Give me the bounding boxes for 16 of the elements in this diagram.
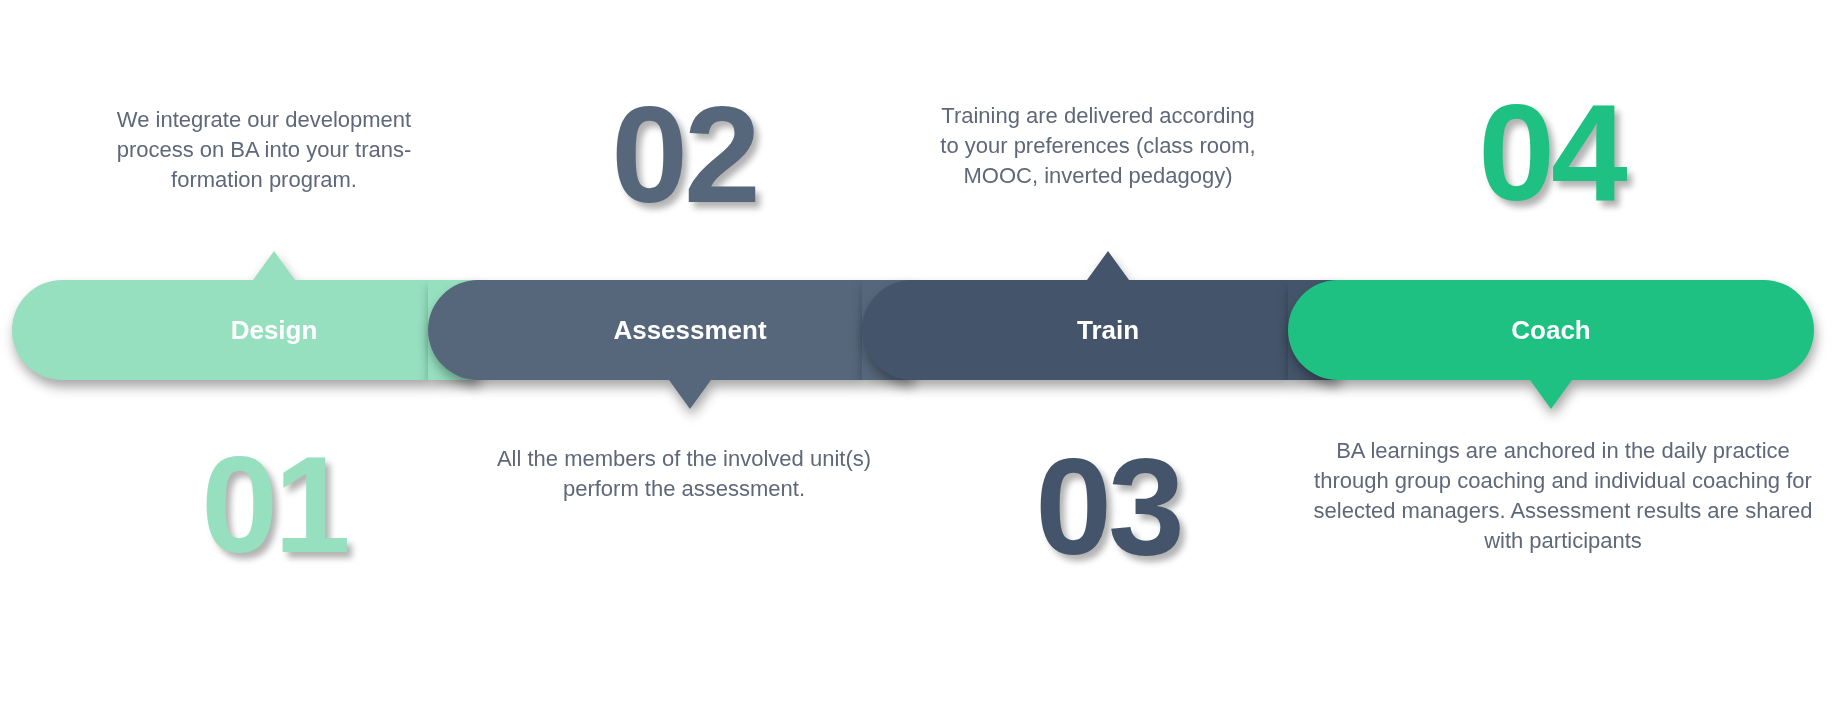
step-number: 03	[1035, 451, 1181, 561]
step-number: 01	[201, 449, 347, 559]
step-label: Coach	[1511, 315, 1591, 345]
step-label: Design	[230, 315, 318, 345]
step-description: All the members of the involved unit(s) perform the assessment.	[495, 445, 873, 503]
pill-callout	[12, 251, 428, 380]
step-number: 02	[611, 99, 757, 209]
step-description: We integrate our development process on BA into your trans- formation program.	[115, 106, 413, 194]
step-description: Training are delivered according to your preferences (class room, MOOC, inverted pedagogy)	[939, 102, 1257, 190]
step-label: Assessment	[613, 315, 767, 345]
step-label: Train	[1076, 315, 1140, 345]
pill-callout	[862, 251, 1288, 380]
pill-callout	[428, 280, 862, 409]
step-description: BA learnings are anchored in the daily practice through group coaching and individual coaching for selected managers. Assessment results are shared with participants	[1312, 437, 1814, 555]
pill-callout	[1288, 280, 1814, 409]
step-number: 04	[1478, 97, 1624, 207]
